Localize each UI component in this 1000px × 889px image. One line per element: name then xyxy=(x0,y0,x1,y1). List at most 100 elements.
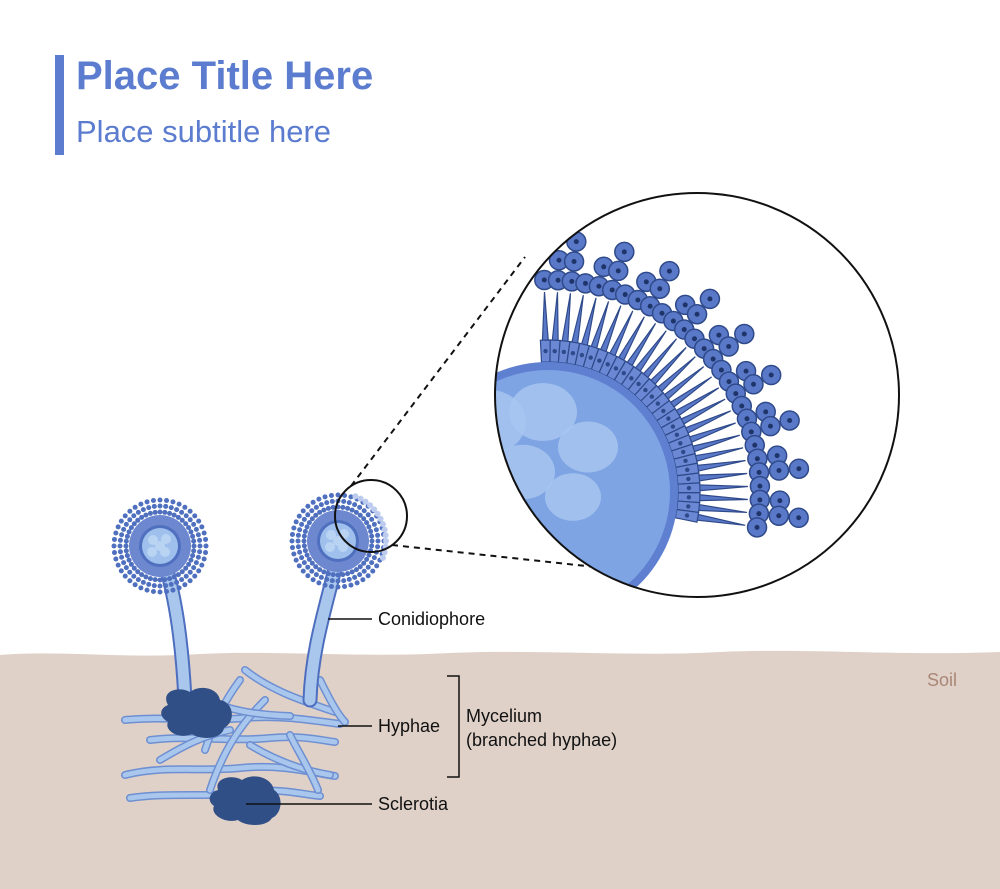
conidium xyxy=(313,564,319,570)
conidium xyxy=(152,509,158,515)
conidium xyxy=(335,578,341,584)
conidium xyxy=(316,496,322,502)
conidium xyxy=(192,513,198,519)
conidium xyxy=(309,568,315,574)
conidium xyxy=(144,499,150,505)
conidium-nucleus xyxy=(757,483,763,489)
vesicle-vacuole xyxy=(495,389,526,455)
conidium xyxy=(329,498,335,504)
nucleus xyxy=(570,351,576,356)
mycelium-label-line1: Mycelium xyxy=(466,706,542,726)
conidium xyxy=(122,573,128,579)
conidium xyxy=(122,513,128,519)
nucleus xyxy=(597,358,602,363)
conidium xyxy=(171,574,177,580)
conidium xyxy=(291,551,297,557)
conidium xyxy=(330,572,336,578)
conidium xyxy=(353,567,359,573)
conidium xyxy=(186,561,192,567)
conidium xyxy=(157,577,163,583)
hyphae-network xyxy=(121,666,349,802)
conidium xyxy=(179,577,185,583)
conidium xyxy=(179,509,185,515)
conidium xyxy=(117,543,123,549)
conidium xyxy=(349,507,355,513)
conidium-nucleus xyxy=(609,287,615,293)
conidium xyxy=(197,543,203,549)
conidium xyxy=(321,507,327,513)
conidium xyxy=(346,500,352,506)
conidium xyxy=(322,494,328,500)
conidium xyxy=(203,536,209,542)
conidium xyxy=(371,521,377,527)
conidium xyxy=(341,578,347,584)
conidium xyxy=(371,555,377,561)
vesicle-vacuole xyxy=(495,444,555,500)
conidium xyxy=(111,536,117,542)
nucleus xyxy=(681,449,686,455)
conidium-nucleus xyxy=(733,391,739,397)
conidium xyxy=(369,543,375,549)
conidium-faded xyxy=(381,526,388,533)
conidium xyxy=(304,524,310,530)
conidium xyxy=(135,577,141,583)
conidium xyxy=(144,587,150,593)
conidium xyxy=(117,549,123,555)
conidium xyxy=(365,573,371,579)
hypha-strand-core xyxy=(207,697,268,793)
hyphae-label: Hyphae xyxy=(378,716,440,736)
conidium xyxy=(354,580,360,586)
conidium-nucleus xyxy=(666,268,672,274)
title-accent-bar xyxy=(55,55,64,155)
conidium xyxy=(188,557,194,563)
conidium-nucleus xyxy=(743,368,749,374)
conidium xyxy=(113,556,119,562)
nucleus xyxy=(655,401,661,406)
conidium xyxy=(164,497,170,503)
conidium xyxy=(306,556,312,562)
conidium xyxy=(360,577,366,583)
conidium xyxy=(340,504,346,510)
conidium xyxy=(143,512,149,518)
conidium xyxy=(352,574,358,580)
nucleus xyxy=(686,495,692,500)
conidium xyxy=(289,538,295,544)
conidium-faded xyxy=(383,538,389,544)
conidium xyxy=(302,548,308,554)
conidium xyxy=(140,579,146,585)
conidium xyxy=(139,514,145,520)
conidium xyxy=(305,512,311,518)
conidium xyxy=(183,521,189,527)
nucleus xyxy=(643,387,648,393)
nucleus xyxy=(666,416,671,421)
conidium-nucleus xyxy=(622,292,628,298)
conidium xyxy=(183,573,189,579)
conidium xyxy=(357,512,363,518)
conidium xyxy=(164,589,170,595)
conidium xyxy=(366,552,372,558)
conidium-nucleus xyxy=(757,497,763,503)
conidium xyxy=(199,524,205,530)
conidium xyxy=(195,532,201,538)
conidium xyxy=(168,505,174,511)
conidium xyxy=(146,581,152,587)
conidium xyxy=(183,513,189,519)
vesicle-cell xyxy=(147,547,157,557)
vesicle-vacuole xyxy=(558,421,618,473)
conidium xyxy=(151,583,157,589)
conidium xyxy=(357,564,363,570)
conidium xyxy=(127,517,133,523)
conidium-nucleus xyxy=(621,249,627,255)
conidium-faded xyxy=(379,521,386,528)
conidium-nucleus xyxy=(615,268,621,274)
conidium xyxy=(191,548,197,554)
conidium xyxy=(179,517,185,523)
conidium xyxy=(128,561,134,567)
conidium xyxy=(123,538,129,544)
conidium xyxy=(124,553,130,559)
conidium xyxy=(340,572,346,578)
hypha-strand-core xyxy=(247,742,333,778)
conidium xyxy=(353,509,359,515)
conidium xyxy=(317,567,323,573)
